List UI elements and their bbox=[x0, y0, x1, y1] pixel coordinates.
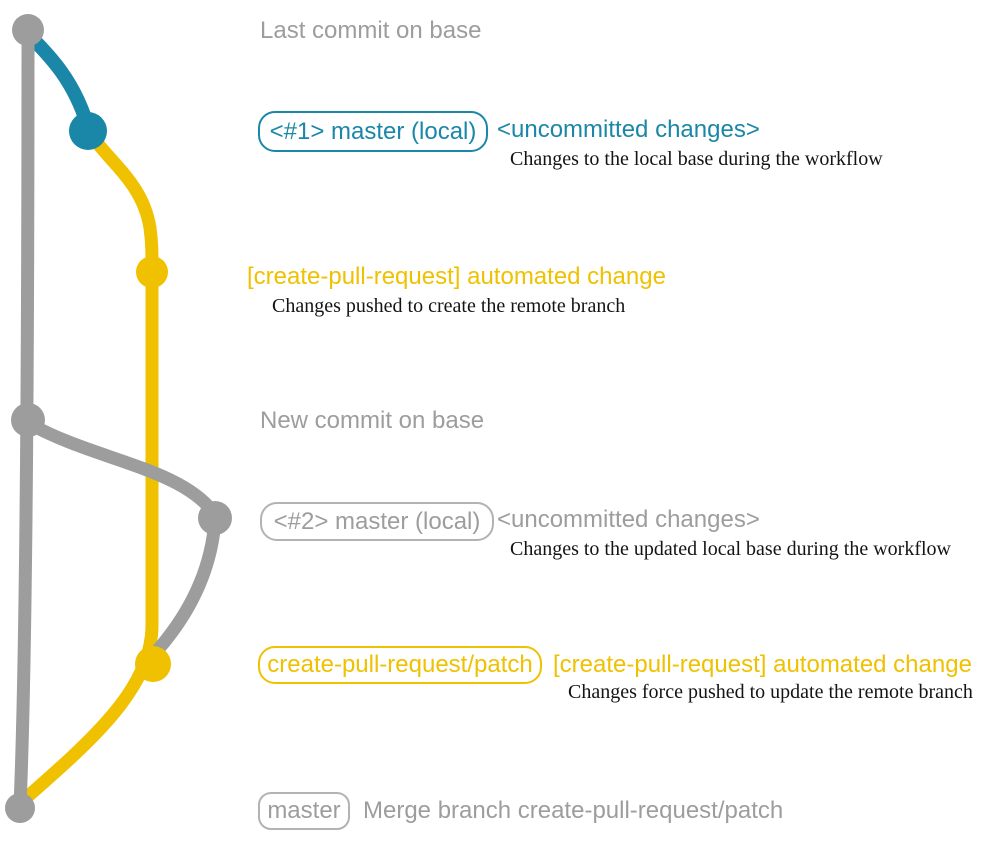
label-merge-branch: Merge branch create-pull-request/patch bbox=[363, 797, 784, 824]
base-branch-line bbox=[13, 23, 35, 813]
local-uncommitted-1-dot bbox=[69, 112, 107, 150]
note-changes-pushed: Changes pushed to create the remote bran… bbox=[272, 295, 626, 317]
label-uncommitted-changes-1: <uncommitted changes> bbox=[497, 116, 760, 143]
merge-commit-dot bbox=[5, 793, 35, 823]
base-to-local2-line bbox=[23, 417, 220, 519]
local-master-branch-line bbox=[23, 29, 94, 131]
label-uncommitted-changes-2: <uncommitted changes> bbox=[497, 506, 760, 533]
badge-create-pull-request-patch: create-pull-request/patch bbox=[258, 646, 542, 684]
note-local-base-changes-1: Changes to the local base during the wor… bbox=[510, 148, 883, 170]
patch-commit-2-dot bbox=[135, 646, 171, 682]
local2-to-patch-line bbox=[149, 513, 222, 659]
label-automated-change-1: [create-pull-request] automated change bbox=[247, 263, 666, 290]
base-last-commit-dot bbox=[12, 14, 44, 46]
patch-commit-1-dot bbox=[136, 256, 168, 288]
note-changes-force-pushed: Changes force pushed to update the remot… bbox=[568, 681, 973, 703]
local-uncommitted-2-dot bbox=[198, 501, 232, 535]
label-new-commit-on-base: New commit on base bbox=[260, 407, 485, 434]
label-last-commit-on-base: Last commit on base bbox=[260, 17, 482, 44]
badge-master-local-1: <#1> master (local) bbox=[258, 111, 488, 152]
badge-master: master bbox=[258, 792, 350, 830]
base-new-commit-dot bbox=[11, 403, 45, 437]
note-local-base-changes-2: Changes to the updated local base during… bbox=[510, 538, 951, 560]
badge-master-local-2: <#2> master (local) bbox=[260, 502, 494, 541]
label-automated-change-2: [create-pull-request] automated change bbox=[553, 651, 972, 678]
